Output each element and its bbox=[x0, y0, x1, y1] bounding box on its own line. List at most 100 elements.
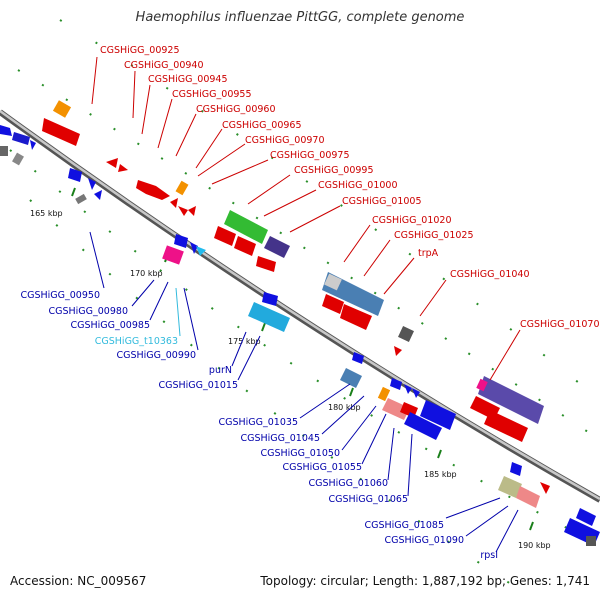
gene-feature bbox=[162, 245, 184, 265]
gene-label: CGSHiGG_01000 bbox=[318, 180, 398, 191]
callout-line bbox=[183, 287, 199, 351]
gene-label: CGSHiGG_01035 bbox=[218, 417, 298, 428]
gene-label: CGSHiGG_01090 bbox=[384, 535, 464, 546]
topology-summary: Topology: circular; Length: 1,887,192 bp… bbox=[260, 574, 590, 588]
callout-line bbox=[341, 405, 377, 451]
callout-line bbox=[131, 279, 155, 307]
gene-feature bbox=[394, 346, 402, 356]
gene-label: CGSHiGG_01085 bbox=[364, 520, 444, 531]
gene-feature bbox=[516, 486, 540, 508]
track-dots bbox=[9, 19, 600, 591]
gene-label: purN bbox=[209, 365, 232, 376]
gene-label: CGSHiGG_01050 bbox=[260, 448, 340, 459]
callout-line bbox=[445, 497, 501, 519]
tick-label: 170 kbp bbox=[130, 269, 163, 278]
gene-feature bbox=[324, 273, 342, 291]
gene-feature bbox=[404, 412, 442, 440]
gene-feature bbox=[322, 294, 344, 314]
gene-label: CGSHiGG_00965 bbox=[222, 120, 302, 131]
tick-mark bbox=[437, 449, 442, 459]
gene-label: CGSHiGG_00945 bbox=[148, 74, 228, 85]
gene-label: CGSHiGG_01020 bbox=[372, 215, 452, 226]
gene-label: CGSHiGG_00925 bbox=[100, 45, 180, 56]
gene-label: CGSHiGG_01025 bbox=[394, 230, 474, 241]
gene-label: CGSHiGG_00960 bbox=[196, 104, 276, 115]
gene-feature bbox=[382, 398, 410, 420]
callout-line bbox=[321, 395, 365, 435]
gene-label: CGSHiGG_00985 bbox=[70, 320, 150, 331]
gene-feature bbox=[0, 146, 8, 156]
tick-mark bbox=[261, 322, 266, 332]
callout-line bbox=[407, 433, 413, 497]
callout-line bbox=[211, 159, 269, 185]
gene-feature bbox=[196, 246, 206, 256]
tick-label: 165 kbp bbox=[30, 209, 63, 218]
genome-backbone bbox=[0, 109, 600, 503]
gene-feature bbox=[224, 210, 268, 244]
gene-label: CGSHiGG_01065 bbox=[328, 494, 408, 505]
gene-feature bbox=[576, 508, 596, 526]
gene-feature bbox=[52, 100, 72, 118]
callout-line bbox=[299, 383, 351, 419]
callout-line bbox=[149, 281, 169, 321]
callout-line bbox=[89, 231, 105, 289]
bottom-callouts: CGSHiGG_00950 CGSHiGG_00980 CGSHiGG_0098… bbox=[20, 231, 519, 561]
gene-feature bbox=[352, 352, 364, 364]
callout-line bbox=[465, 505, 509, 537]
tick-label: 180 kbp bbox=[328, 403, 361, 412]
gene-feature bbox=[75, 193, 87, 205]
gene-label: CGSHiGG_00950 bbox=[20, 290, 100, 301]
gene-feature bbox=[214, 226, 236, 246]
gene-label: rpsI bbox=[480, 550, 498, 561]
callout-line bbox=[175, 113, 197, 157]
gene-feature bbox=[94, 190, 102, 200]
gene-label: CGSHiGG_00970 bbox=[245, 135, 325, 146]
callout-line bbox=[495, 509, 519, 553]
gene-label: CGSHiGG_01045 bbox=[240, 433, 320, 444]
gene-feature bbox=[540, 482, 550, 494]
gene-feature bbox=[340, 304, 372, 330]
callout-line bbox=[197, 143, 246, 177]
gene-feature bbox=[390, 378, 402, 390]
gene-label: CGSHiGG_01060 bbox=[308, 478, 388, 489]
gene-feature bbox=[170, 198, 178, 208]
callout-line bbox=[343, 224, 371, 263]
callout-line bbox=[387, 427, 395, 481]
gene-feature bbox=[178, 206, 188, 216]
gene-feature bbox=[377, 386, 391, 402]
gene-label: CGSHiGG_00995 bbox=[294, 165, 374, 176]
callout-line bbox=[489, 329, 521, 381]
gene-feature bbox=[262, 292, 278, 306]
gene-feature bbox=[88, 178, 96, 190]
gene-feature bbox=[234, 236, 256, 256]
callout-line bbox=[419, 279, 447, 317]
gene-feature bbox=[264, 236, 290, 258]
top-callouts: CGSHiGG_00925 CGSHiGG_00940 CGSHiGG_0094… bbox=[91, 45, 600, 381]
gene-feature bbox=[68, 168, 82, 182]
tick-label: 175 kbp bbox=[228, 337, 261, 346]
accession-text: Accession: NC_009567 bbox=[10, 574, 147, 588]
gene-feature bbox=[188, 206, 196, 216]
gene-feature bbox=[256, 256, 276, 272]
gene-feature bbox=[478, 376, 544, 424]
gene-feature bbox=[476, 378, 488, 392]
callout-line bbox=[141, 84, 151, 135]
gene-feature bbox=[420, 400, 456, 430]
gene-label: CGSHiGG_t10363 bbox=[95, 336, 178, 347]
callout-line bbox=[383, 257, 415, 295]
gene-feature bbox=[412, 388, 420, 398]
gene-label: CGSHiGG_01005 bbox=[342, 196, 422, 207]
tick-label: 185 kbp bbox=[424, 470, 457, 479]
gene-label: trpA bbox=[418, 248, 439, 259]
callout-line bbox=[363, 239, 391, 277]
gene-label: CGSHiGG_00990 bbox=[116, 350, 196, 361]
gene-feature bbox=[42, 118, 80, 146]
tick-label: 190 kbp bbox=[518, 541, 551, 550]
gene-feature bbox=[118, 164, 128, 172]
gene-feature bbox=[398, 326, 414, 342]
gene-label: CGSHiGG_00955 bbox=[172, 89, 252, 100]
callout-line bbox=[132, 70, 136, 119]
callout-line bbox=[237, 335, 261, 381]
